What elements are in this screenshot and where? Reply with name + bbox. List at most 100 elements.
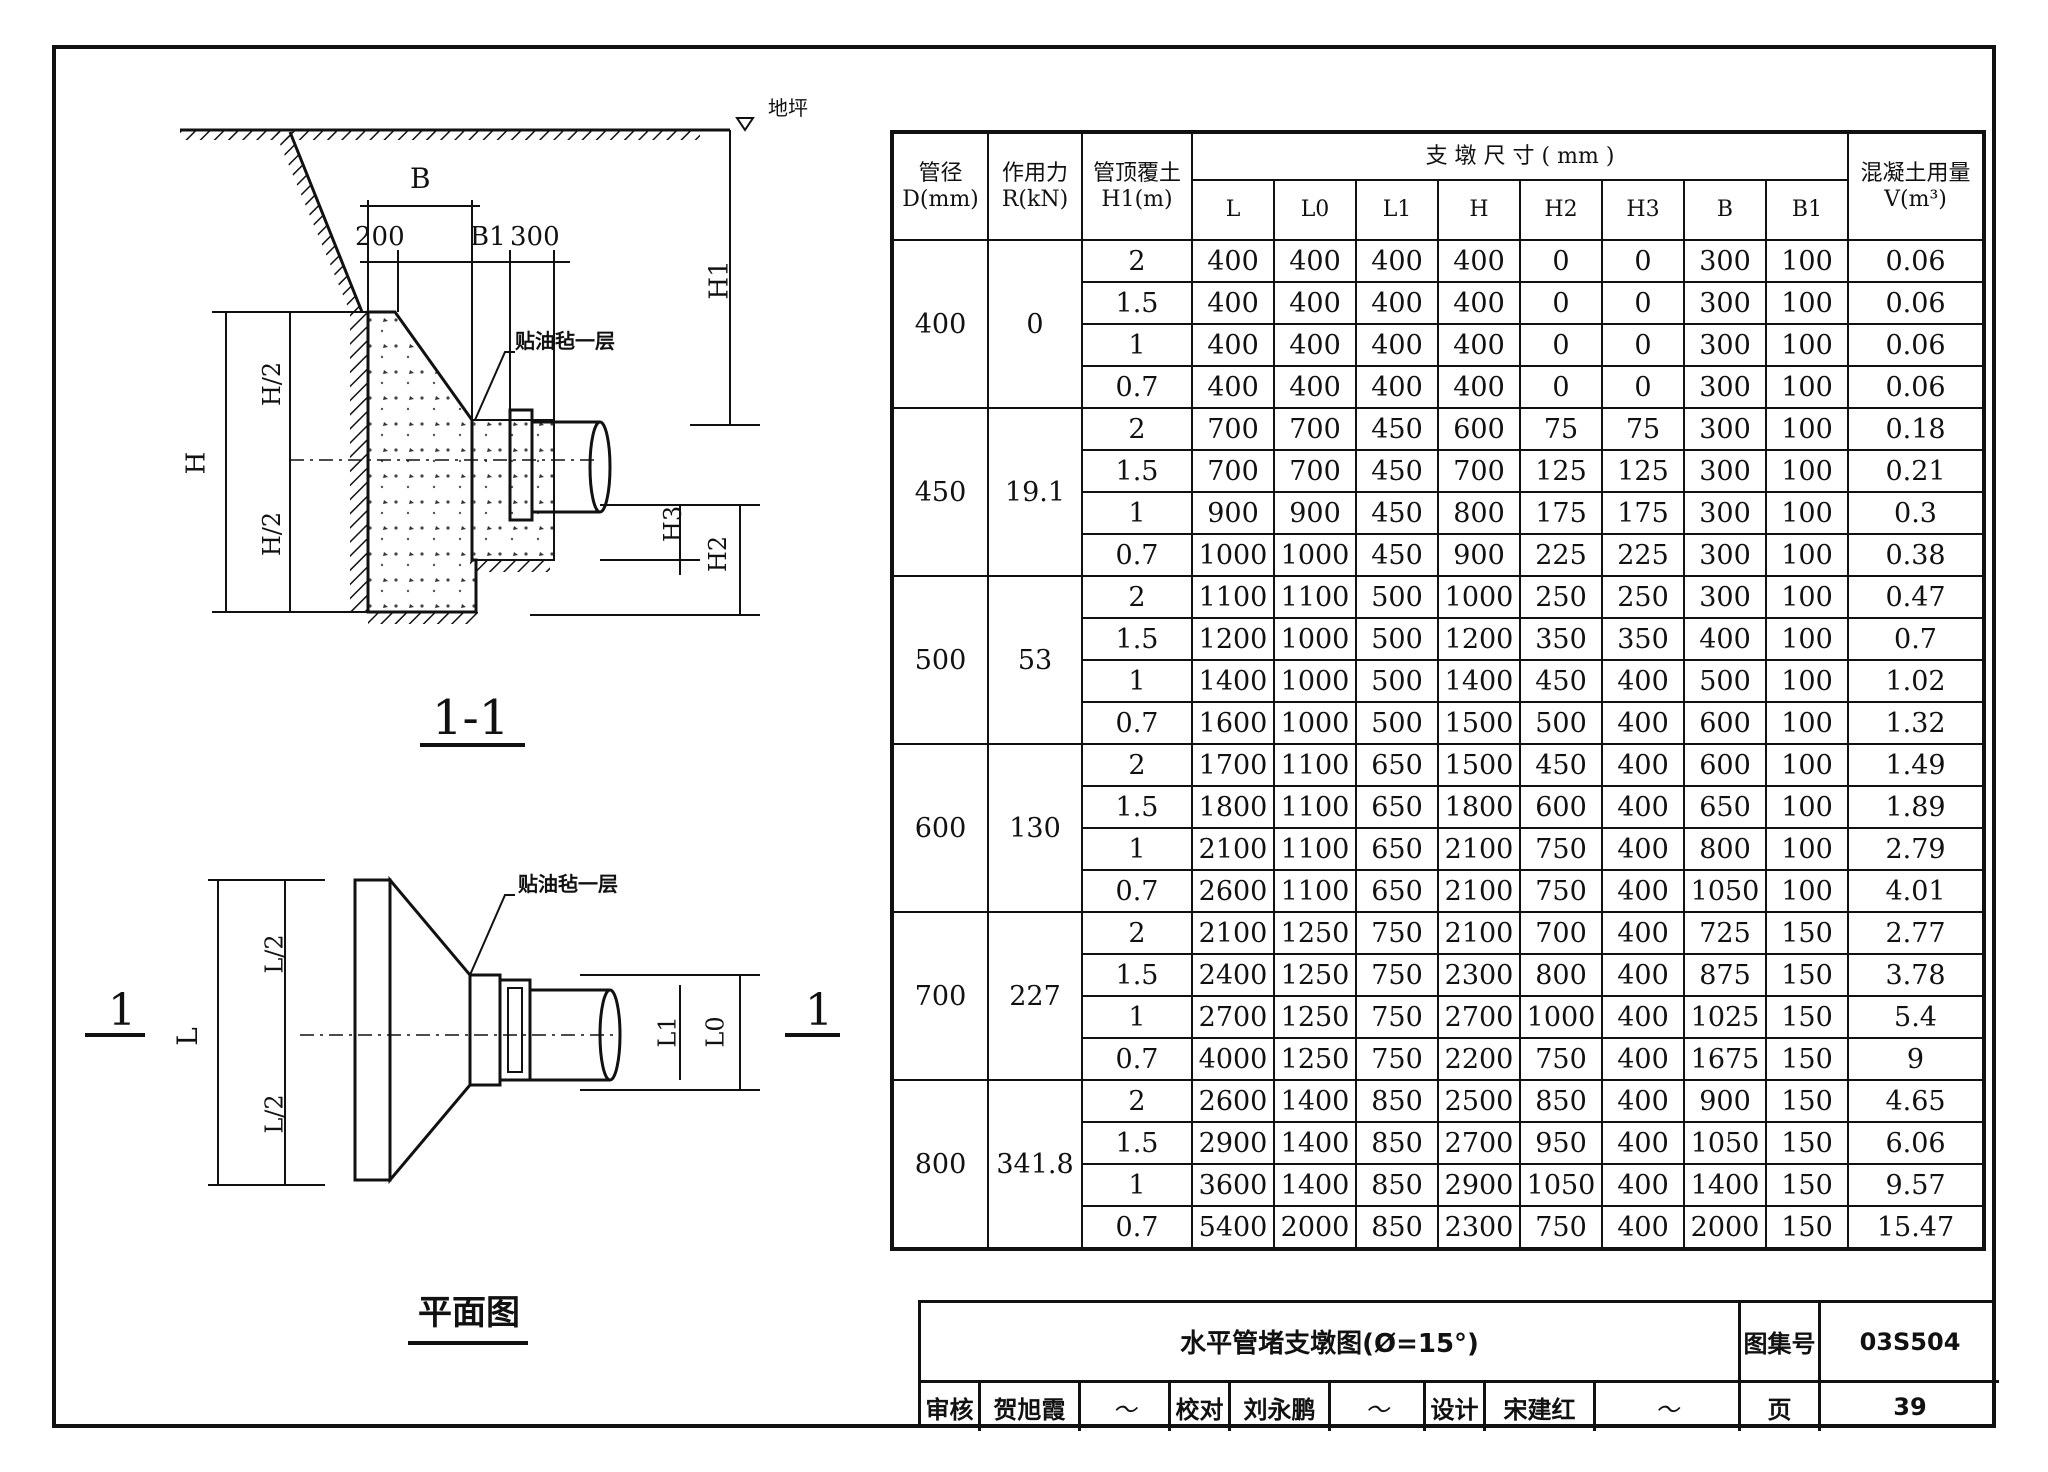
cell-force: 130	[987, 743, 1083, 913]
table-cell: 400	[1683, 617, 1767, 661]
table-cell: 300	[1683, 407, 1767, 451]
table-cell: 700	[1519, 911, 1603, 955]
table-cell: 0.21	[1847, 449, 1985, 493]
cell-diameter: 400	[891, 239, 989, 409]
table-cell: 2700	[1437, 1121, 1521, 1165]
table-cell: 1	[1081, 491, 1193, 535]
table-cell: 300	[1683, 239, 1767, 283]
ground-label: 地坪	[768, 96, 808, 120]
table-cell: 0	[1519, 239, 1603, 283]
table-cell: 125	[1519, 449, 1603, 493]
table-cell: 100	[1765, 407, 1849, 451]
excavation-slope	[275, 131, 368, 612]
table-cell: 0	[1519, 323, 1603, 367]
table-cell: 1500	[1437, 743, 1521, 787]
table-cell: 2700	[1437, 995, 1521, 1039]
table-cell: 2000	[1683, 1205, 1767, 1250]
table-cell: 500	[1519, 701, 1603, 745]
table-cell: 300	[1683, 491, 1767, 535]
table-cell: 1250	[1273, 995, 1357, 1039]
table-cell: 0.38	[1847, 533, 1985, 577]
table-cell: 2	[1081, 575, 1193, 619]
table-cell: 2900	[1437, 1163, 1521, 1207]
table-cell: 1025	[1683, 995, 1767, 1039]
table-cell: 1.5	[1081, 617, 1193, 661]
reviewer-name: 贺旭霞	[981, 1383, 1081, 1431]
table-cell: 1.5	[1081, 785, 1193, 829]
table-cell: 0.06	[1847, 239, 1985, 283]
table-cell: 9	[1847, 1037, 1985, 1081]
table-cell: 400	[1601, 659, 1685, 703]
table-cell: 650	[1355, 869, 1439, 913]
table-cell: 850	[1519, 1079, 1603, 1123]
table-cell: 0	[1601, 281, 1685, 325]
checker-name: 刘永鹏	[1231, 1383, 1331, 1431]
page-number: 39	[1893, 1393, 1927, 1421]
table-cell: 1.49	[1847, 743, 1985, 787]
table-cell: 950	[1519, 1121, 1603, 1165]
table-cell: 0	[1519, 365, 1603, 409]
table-cell: 400	[1355, 365, 1439, 409]
table-cell: 1100	[1191, 575, 1275, 619]
table-cell: 1	[1081, 995, 1193, 1039]
cell-force: 227	[987, 911, 1083, 1081]
header-col-l0: L0	[1273, 179, 1357, 241]
table-cell: 400	[1273, 365, 1357, 409]
table-cell: 0.06	[1847, 323, 1985, 367]
table-cell: 0.7	[1081, 1205, 1193, 1250]
table-cell: 750	[1519, 1205, 1603, 1250]
cut-mark-right: 1	[805, 985, 833, 1036]
title-block: 水平管堵支墩图(Ø=15°) 图集号 03S504 审核 贺旭霞 〜 校对 刘永…	[918, 1300, 1999, 1431]
table-cell: 150	[1765, 953, 1849, 997]
table-cell: 650	[1355, 743, 1439, 787]
table-cell: 2	[1081, 743, 1193, 787]
table-cell: 1100	[1273, 827, 1357, 871]
dim-l0-label: L0	[701, 1016, 730, 1048]
table-cell: 2600	[1191, 869, 1275, 913]
table-cell: 150	[1765, 1163, 1849, 1207]
table-cell: 250	[1601, 575, 1685, 619]
table-cell: 0.7	[1081, 533, 1193, 577]
table-cell: 5400	[1191, 1205, 1275, 1250]
table-cell: 850	[1355, 1079, 1439, 1123]
table-cell: 400	[1601, 869, 1685, 913]
table-cell: 100	[1765, 281, 1849, 325]
table-cell: 400	[1601, 701, 1685, 745]
table-cell: 2100	[1437, 827, 1521, 871]
table-cell: 150	[1765, 911, 1849, 955]
table-cell: 1100	[1273, 743, 1357, 787]
table-cell: 400	[1601, 743, 1685, 787]
table-cell: 1400	[1683, 1163, 1767, 1207]
table-cell: 400	[1601, 1079, 1685, 1123]
table-cell: 875	[1683, 953, 1767, 997]
table-cell: 400	[1601, 995, 1685, 1039]
table-cell: 400	[1355, 239, 1439, 283]
dim-b-label: B	[410, 162, 431, 195]
table-cell: 650	[1355, 827, 1439, 871]
table-cell: 0.06	[1847, 365, 1985, 409]
cell-force: 341.8	[987, 1079, 1083, 1250]
header-col-h2: H2	[1519, 179, 1603, 241]
membrane-label-section: 贴油毡一层	[515, 329, 615, 353]
table-cell: 2300	[1437, 953, 1521, 997]
header-col-l: L	[1191, 179, 1275, 241]
table-cell: 700	[1273, 407, 1357, 451]
table-cell: 450	[1519, 659, 1603, 703]
table-cell: 600	[1683, 701, 1767, 745]
table-cell: 150	[1765, 1205, 1849, 1250]
table-cell: 0.7	[1081, 365, 1193, 409]
table-cell: 1200	[1437, 617, 1521, 661]
support-block-section	[290, 310, 612, 624]
table-cell: 450	[1519, 743, 1603, 787]
table-cell: 500	[1355, 617, 1439, 661]
table-cell: 400	[1437, 281, 1521, 325]
table-cell: 100	[1765, 449, 1849, 493]
cell-diameter: 700	[891, 911, 989, 1081]
